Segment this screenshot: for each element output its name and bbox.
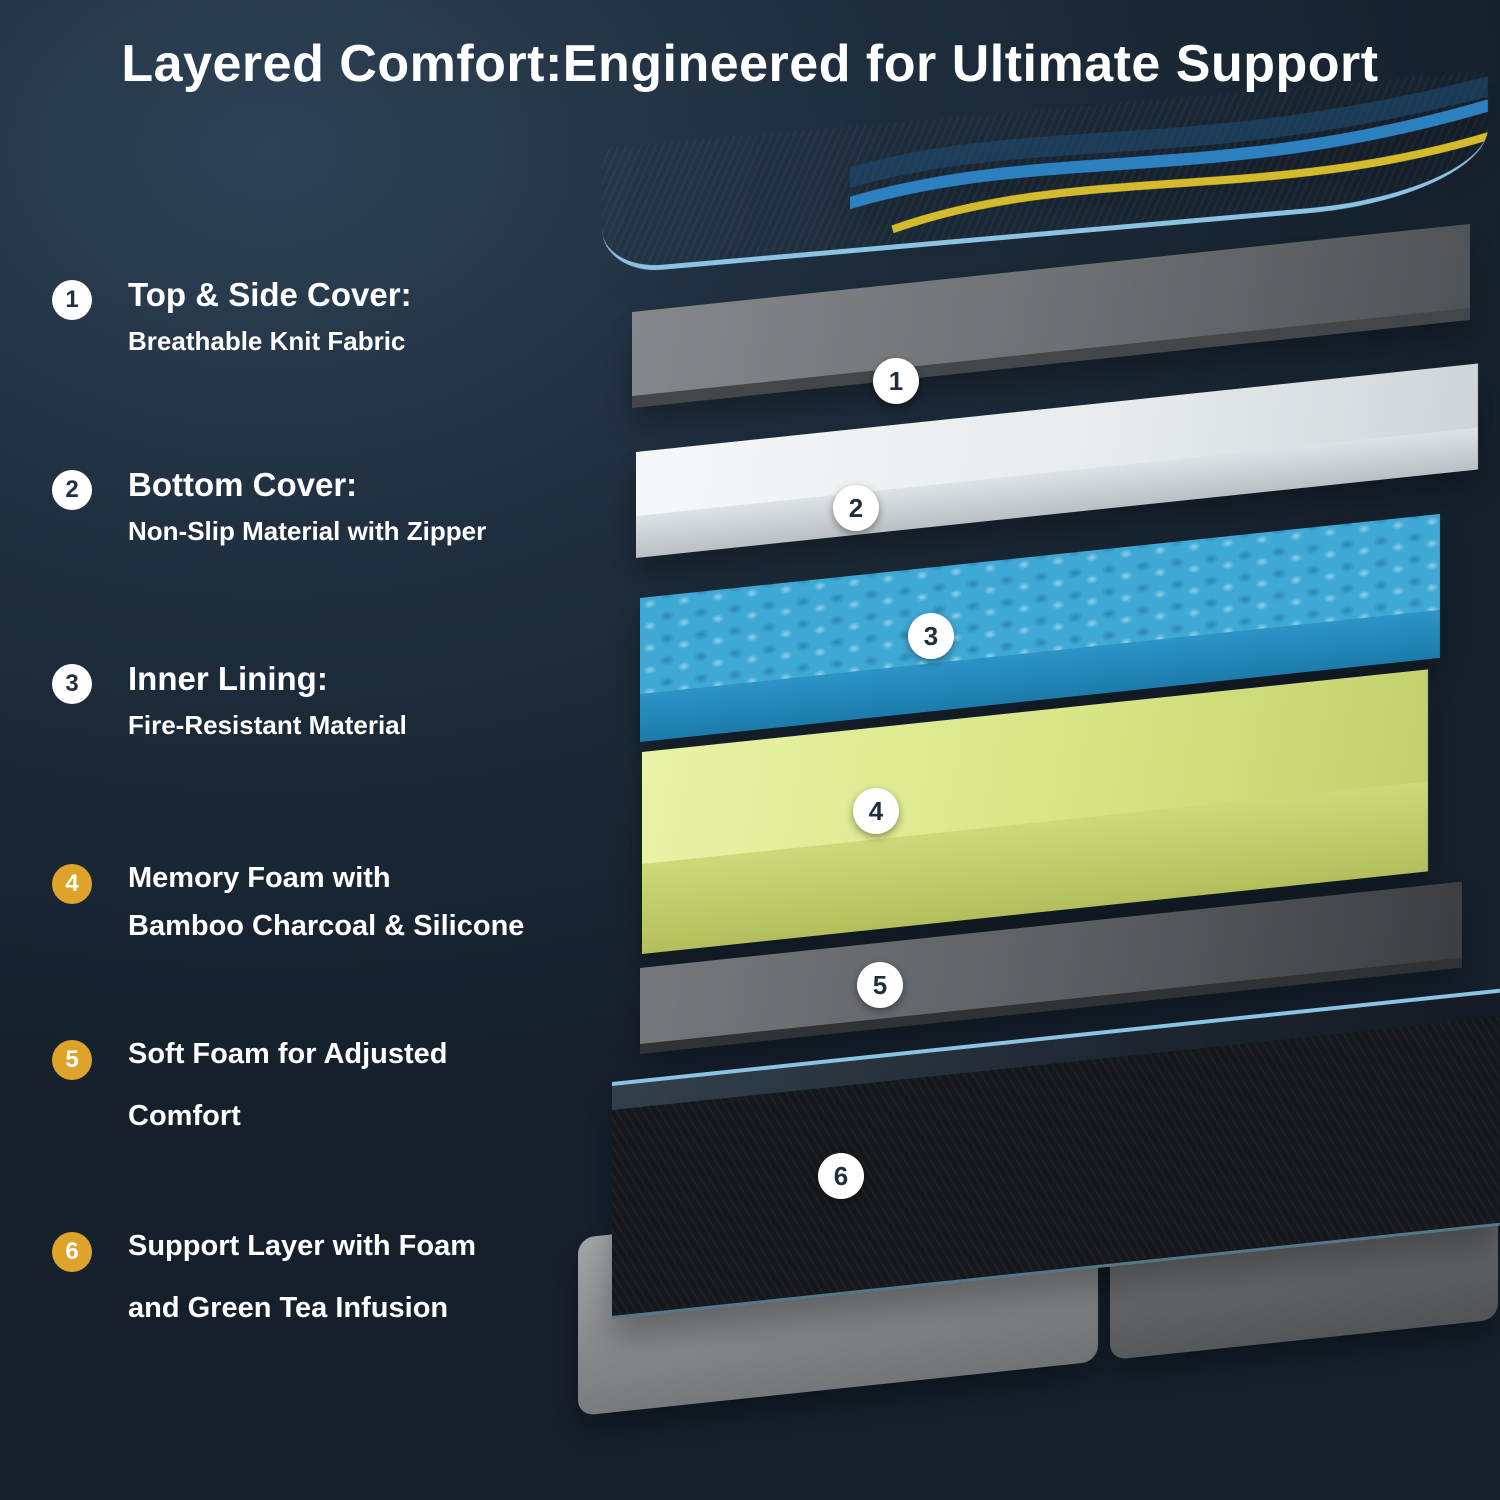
legend-detail-4: Bamboo Charcoal & Silicone	[128, 910, 525, 943]
legend-item-memory-foam: 4 Memory Foam with Bamboo Charcoal & Sil…	[52, 860, 652, 945]
page-title: Layered Comfort:Engineered for Ultimate …	[121, 35, 1379, 93]
diagram-badge-1: 1	[873, 358, 919, 404]
legend-number-badge-2: 2	[52, 470, 92, 510]
legend-heading-5: Soft Foam for Adjusted	[128, 1038, 448, 1070]
legend-detail-2: Non-Slip Material with Zipper	[128, 515, 487, 546]
diagram-badge-4: 4	[853, 788, 899, 834]
legend-detail-1: Breathable Knit Fabric	[128, 325, 406, 356]
legend-heading-4: Memory Foam with	[128, 862, 391, 894]
legend-detail-5: Comfort	[128, 1100, 241, 1133]
legend-number-badge-3: 3	[52, 664, 92, 704]
legend-heading-3: Inner Lining:	[128, 660, 328, 697]
legend-detail-6: and Green Tea Infusion	[128, 1292, 449, 1325]
diagram-badge-6: 6	[818, 1153, 864, 1199]
legend-heading-6: Support Layer with Foam	[128, 1230, 477, 1262]
diagram-badge-5: 5	[857, 962, 903, 1008]
legend-number-badge-5: 5	[52, 1040, 92, 1080]
legend-number-badge-4: 4	[52, 864, 92, 904]
legend-item-bottom-cover: 2 Bottom Cover: Non-Slip Material with Z…	[52, 466, 652, 547]
legend-item-inner-lining: 3 Inner Lining: Fire-Resistant Material	[52, 660, 652, 741]
legend-item-support-layer: 6 Support Layer with Foam and Green Tea …	[52, 1228, 652, 1327]
wave-decoration-icon	[850, 71, 1488, 234]
legend-heading-1: Top & Side Cover:	[128, 276, 412, 313]
legend-detail-3: Fire-Resistant Material	[128, 709, 407, 740]
diagram-badge-2: 2	[833, 485, 879, 531]
legend-number-badge-6: 6	[52, 1232, 92, 1272]
legend-item-top-side-cover: 1 Top & Side Cover: Breathable Knit Fabr…	[52, 276, 652, 357]
layer-quilted-cover-top	[602, 70, 1488, 275]
legend-item-soft-foam: 5 Soft Foam for Adjusted Comfort	[52, 1036, 652, 1135]
legend-heading-2: Bottom Cover:	[128, 466, 358, 503]
legend-number-badge-1: 1	[52, 280, 92, 320]
diagram-badge-3: 3	[908, 613, 954, 659]
